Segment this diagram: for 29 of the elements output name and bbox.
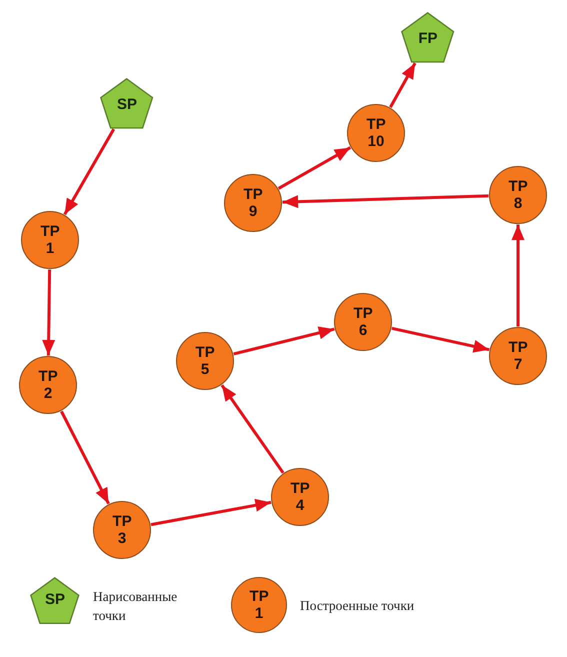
legend-label: Построенные точки (300, 597, 416, 615)
legend-sample-label: TP 1 (250, 588, 268, 622)
arrow (512, 224, 524, 326)
point-label: TP 8 (508, 178, 528, 212)
point-label: SP (116, 96, 137, 113)
pentagon-node (100, 78, 154, 129)
legend-sample-label: SP (44, 591, 65, 608)
point-label: TP 2 (38, 368, 58, 402)
arrow (63, 128, 116, 216)
arrow (42, 269, 56, 356)
point-label: TP 10 (366, 116, 386, 150)
point-label: TP 6 (354, 305, 372, 339)
point-label: TP 4 (290, 480, 310, 514)
pentagon-node (401, 12, 455, 63)
point-label: FP (418, 30, 438, 47)
arrow (392, 326, 490, 353)
arrow (150, 498, 272, 526)
arrow (282, 194, 489, 208)
point-label: TP 7 (508, 339, 528, 373)
point-label: TP 3 (112, 513, 132, 547)
legend-label: Нарисованные точки (93, 588, 178, 625)
arrow (389, 62, 416, 108)
arrow (233, 326, 335, 356)
point-label: TP 1 (40, 223, 60, 257)
point-label: TP 5 (196, 344, 214, 378)
arrow (220, 384, 284, 474)
point-label: TP 9 (244, 186, 262, 220)
arrow (60, 410, 110, 504)
arrow (278, 146, 352, 190)
